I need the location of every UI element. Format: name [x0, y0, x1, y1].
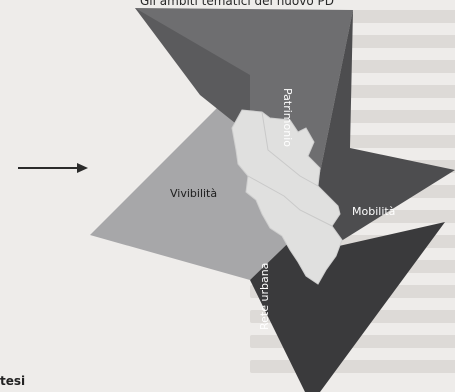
map-inner-boundary: [247, 111, 333, 227]
mobilita-area: [310, 10, 455, 248]
map-shape: [231, 109, 343, 285]
arrow-icon: [18, 163, 88, 173]
label-patrimonio: Patrimonio: [281, 88, 294, 147]
label-rete-urbana: Rete urbana: [258, 263, 271, 330]
vivibilita-area: [90, 75, 310, 280]
figure-caption: Gli ambiti tematici del nuovo PD: [140, 0, 334, 8]
label-vivibilita: Vivibilità: [170, 187, 217, 200]
rete-urbana-area: [250, 222, 445, 392]
label-mobilita: Mobilità: [352, 205, 395, 218]
section-heading: tesi: [0, 374, 26, 388]
diagram-shadow-band: [135, 8, 250, 135]
